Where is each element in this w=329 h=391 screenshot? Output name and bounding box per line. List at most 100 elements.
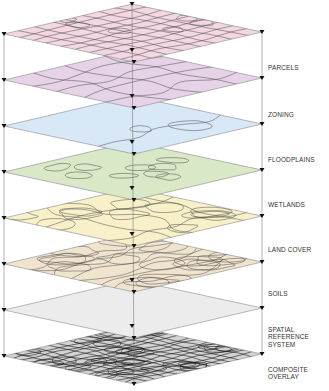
registration-mark	[260, 214, 265, 218]
layer-label: LAND COVER	[268, 246, 320, 253]
map-feature	[180, 364, 207, 371]
registration-mark	[130, 140, 135, 144]
registration-mark	[260, 122, 265, 126]
map-feature	[89, 345, 232, 378]
map-feature	[17, 242, 180, 271]
map-feature	[45, 205, 175, 239]
map-feature	[104, 347, 132, 353]
layer-label: SPATIAL REFERENCE SYSTEM	[268, 326, 320, 348]
map-feature	[98, 211, 252, 241]
map-feature	[187, 259, 235, 270]
registration-mark	[260, 352, 265, 356]
map-feature	[96, 371, 118, 378]
registration-line	[262, 32, 263, 354]
map-feature	[85, 358, 107, 363]
map-feature	[95, 10, 238, 41]
map-feature	[93, 113, 223, 148]
registration-mark	[130, 324, 135, 328]
registration-mark	[2, 262, 7, 266]
registration-mark	[132, 382, 137, 386]
map-feature	[100, 71, 241, 104]
map-feature	[74, 337, 101, 344]
map-feature	[97, 24, 239, 57]
map-feature	[52, 60, 194, 93]
registration-line	[4, 34, 5, 356]
map-feature	[74, 164, 101, 171]
layer-sheet	[4, 4, 262, 62]
map-feature	[108, 368, 134, 374]
map-feature	[216, 345, 240, 351]
map-feature	[65, 172, 92, 179]
map-feature	[70, 247, 207, 281]
map-feature	[25, 55, 171, 87]
map-feature	[97, 252, 229, 287]
map-feature	[35, 359, 64, 367]
registration-mark	[132, 152, 137, 156]
registration-mark	[132, 60, 137, 64]
registration-mark	[260, 168, 265, 172]
registration-mark	[2, 124, 7, 128]
map-feature	[56, 17, 77, 23]
map-feature	[29, 71, 179, 100]
map-feature	[112, 258, 262, 290]
map-feature	[156, 174, 181, 181]
layer-label: SOILS	[268, 290, 320, 297]
map-feature	[108, 28, 131, 33]
registration-mark	[2, 32, 7, 36]
map-feature	[65, 22, 90, 27]
map-feature	[130, 126, 151, 132]
registration-mark	[132, 106, 137, 110]
map-feature	[156, 158, 188, 163]
registration-mark	[260, 260, 265, 264]
map-feature	[145, 203, 184, 213]
registration-mark	[132, 290, 137, 294]
registration-mark	[130, 94, 135, 98]
registration-mark	[2, 308, 7, 312]
map-feature	[139, 257, 185, 270]
map-feature	[83, 342, 220, 376]
map-feature	[101, 346, 241, 379]
registration-mark	[260, 306, 265, 310]
registration-mark	[132, 336, 137, 340]
registration-mark	[130, 278, 135, 282]
layer-label: FLOODPLAINS	[268, 156, 320, 163]
map-feature	[103, 362, 133, 367]
map-feature	[209, 251, 250, 262]
map-feature	[83, 21, 223, 54]
map-feature	[41, 195, 177, 229]
map-feature	[53, 15, 194, 48]
map-feature	[174, 257, 222, 267]
map-feature	[0, 212, 38, 220]
map-feature	[37, 253, 86, 264]
registration-mark	[2, 170, 7, 174]
map-feature	[60, 64, 211, 93]
map-feature	[54, 203, 201, 233]
map-feature	[204, 347, 232, 353]
map-feature	[48, 21, 191, 52]
map-feature	[125, 165, 156, 171]
map-feature	[21, 349, 160, 381]
map-feature	[71, 337, 216, 367]
map-feature	[81, 66, 219, 100]
map-feature	[93, 340, 120, 347]
map-feature	[37, 219, 75, 231]
registration-mark	[130, 186, 135, 190]
map-feature	[109, 173, 138, 178]
registration-mark	[130, 48, 135, 52]
map-feature	[65, 365, 91, 370]
map-feature	[16, 350, 41, 356]
map-feature	[93, 332, 235, 363]
map-feature	[144, 171, 169, 177]
registration-mark	[130, 232, 135, 236]
layer-label: PARCELS	[268, 64, 320, 71]
registration-mark	[130, 2, 135, 6]
registration-mark	[260, 30, 265, 34]
map-feature	[48, 262, 91, 272]
map-feature	[191, 207, 233, 217]
map-feature	[141, 366, 167, 371]
map-feature	[31, 347, 169, 379]
registration-mark	[260, 76, 265, 80]
registration-mark	[2, 216, 7, 220]
map-feature	[44, 163, 70, 171]
registration-mark	[2, 354, 7, 358]
